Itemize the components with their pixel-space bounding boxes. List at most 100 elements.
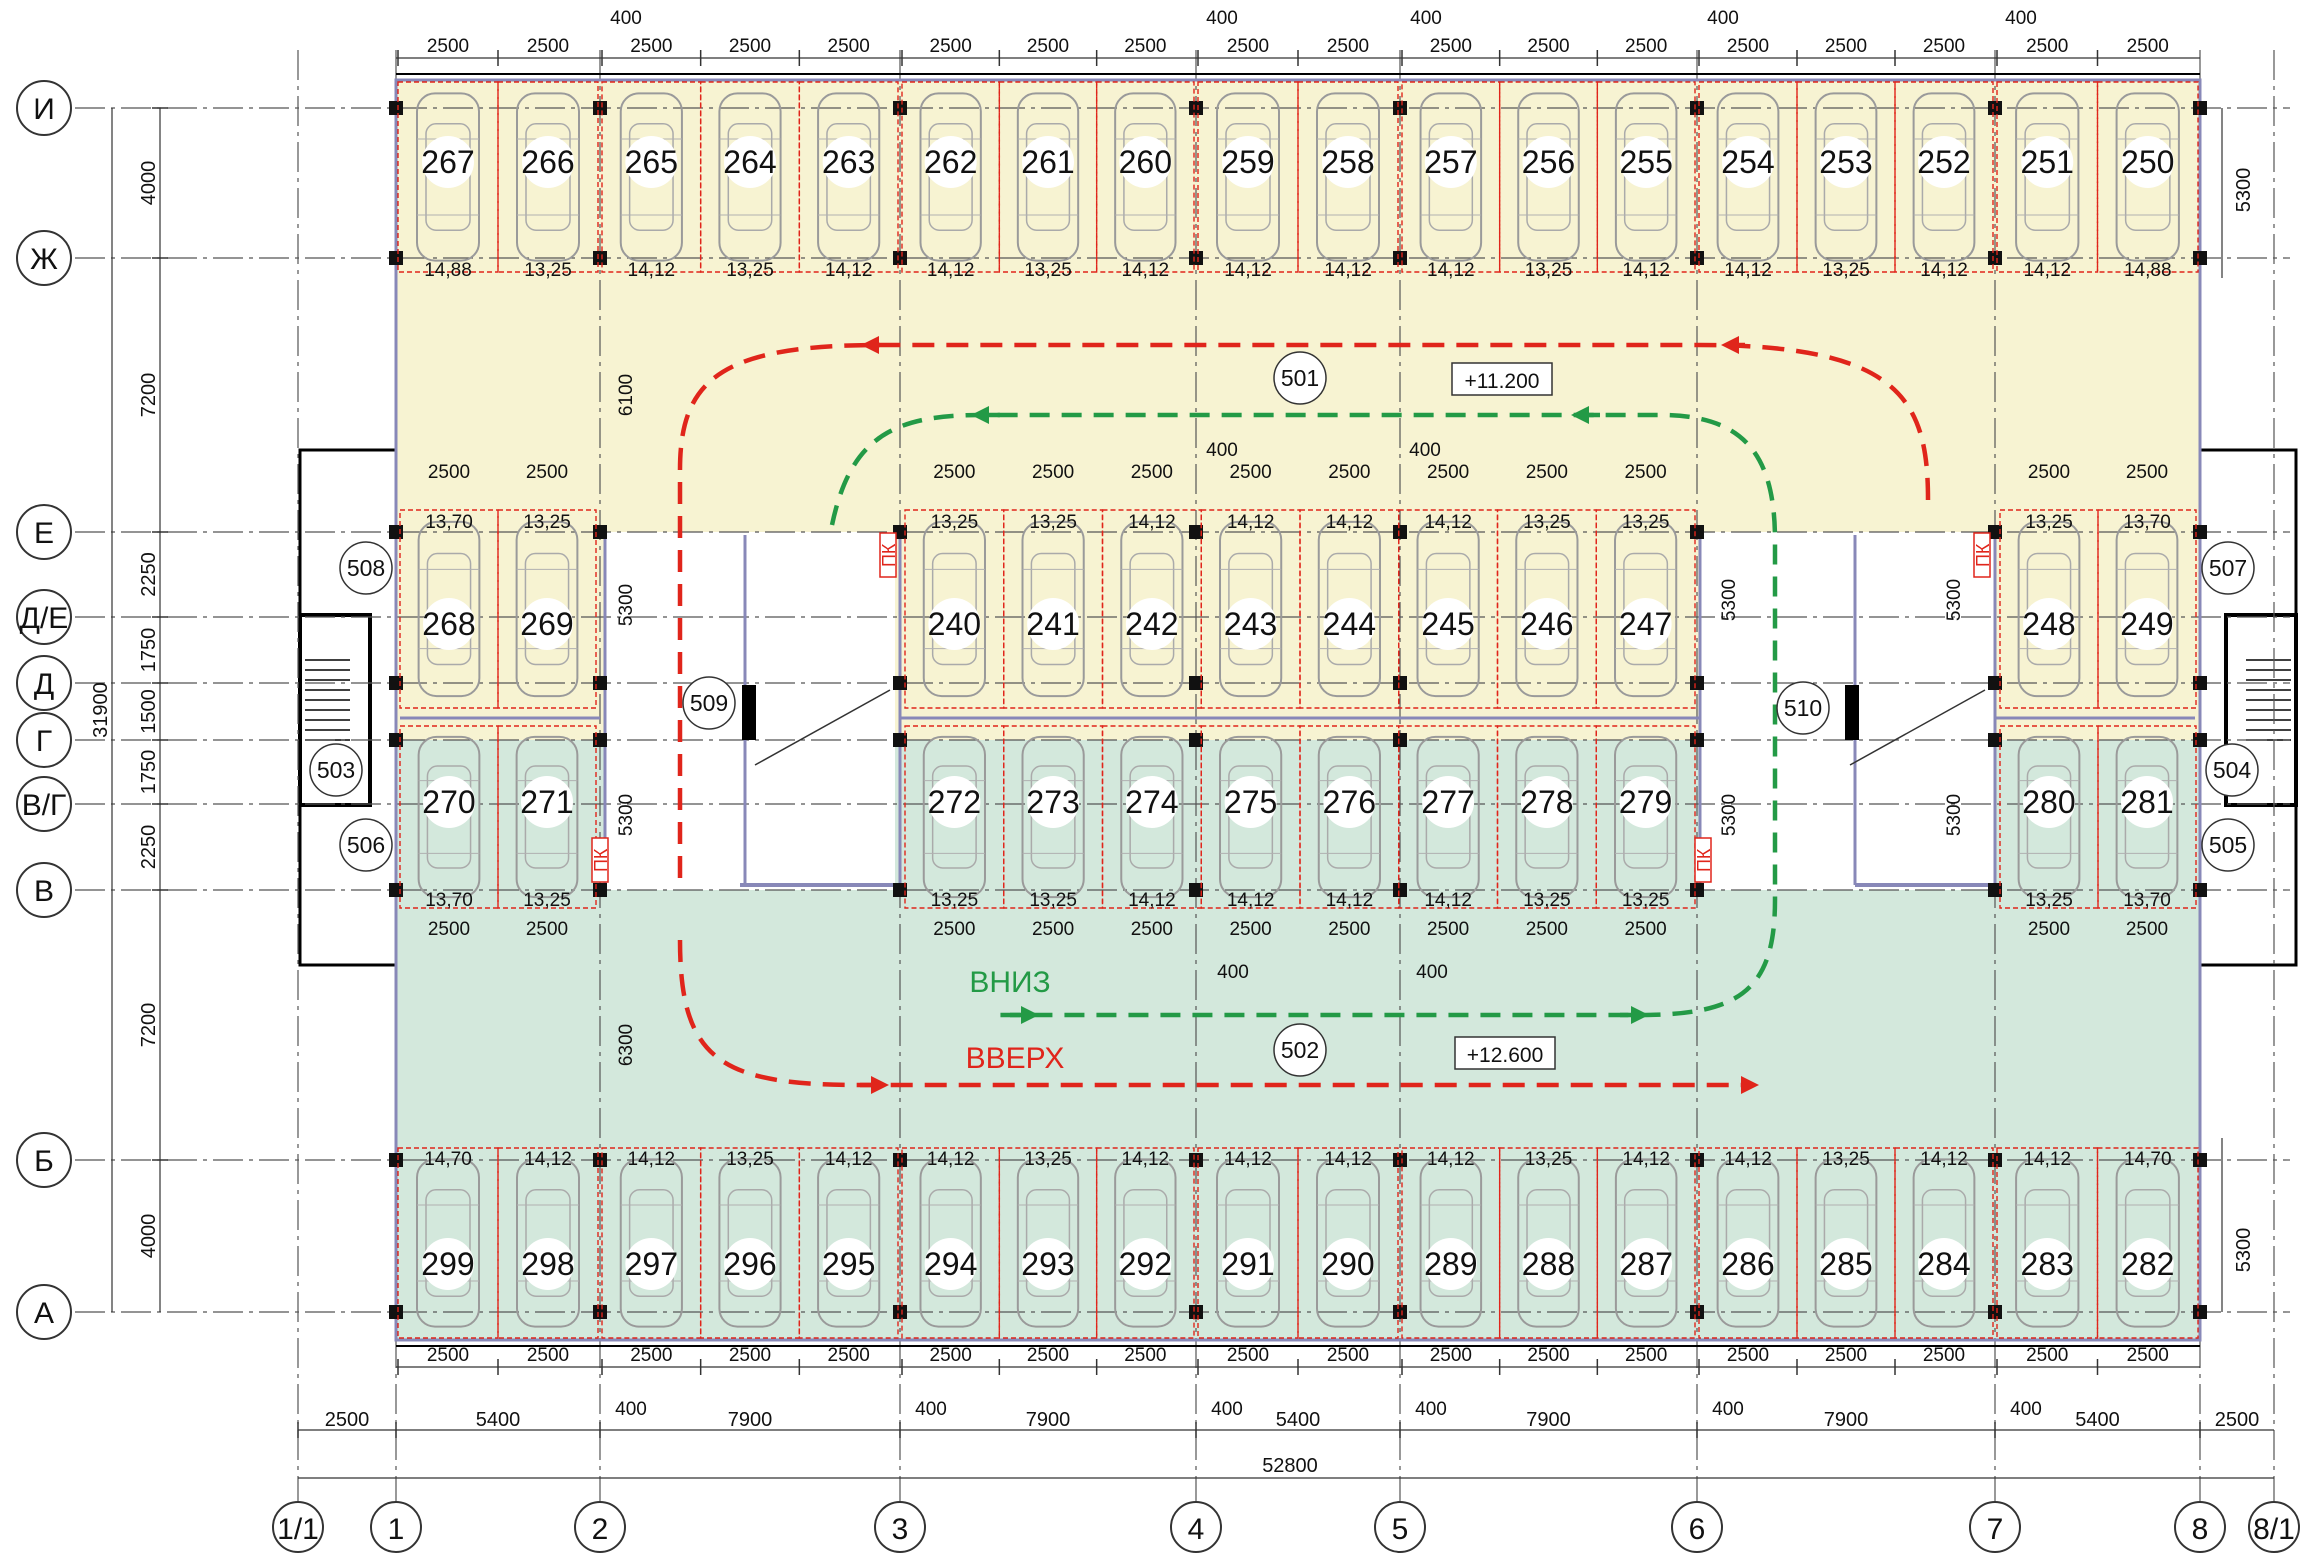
dimension-value: 400 [1707,8,1739,29]
space-number-badge [521,776,573,828]
axis-bubble-x [1969,1501,2021,1553]
dimension-value: 2500 [1229,919,1271,940]
parking-space: 298 14,12 [497,1147,599,1339]
structural-column [2193,676,2207,690]
dimension-value: 2500 [630,36,672,57]
space-number: 262 [924,144,977,180]
space-area: 14,12 [1324,1149,1372,1170]
structural-column [2193,101,2207,115]
structural-column [1393,883,1407,897]
space-area: 14,12 [1427,1149,1475,1170]
space-number-badge [2023,776,2075,828]
space-number-badge [724,136,776,188]
dimension-value: 2250 [138,825,160,870]
space-number-badge [1522,1238,1575,1290]
axis-bubble-x [574,1501,626,1553]
car-cabin-outline [1129,765,1175,869]
car-icon [1317,735,1381,899]
dimension-value: 2500 [2126,462,2168,483]
car-body-outline [515,735,579,899]
ramp-diagonal [754,689,891,766]
space-area: 13,25 [1622,512,1670,533]
space-number: 258 [1321,144,1374,180]
car-icon [1316,92,1380,262]
dimension-value: 5300 [616,584,637,626]
space-number-badge [928,776,981,828]
car-body-outline [516,1158,580,1328]
car-body-outline [1614,1158,1678,1328]
space-number-badge [1125,776,1178,828]
space-number: 254 [1721,144,1774,180]
room-number: 509 [690,690,728,716]
room-bubble [339,541,393,595]
space-area: 14,12 [1920,1149,1968,1170]
space-number: 259 [1221,144,1274,180]
space-number-badge [1522,136,1575,188]
axis-label-y: А [34,1297,54,1330]
car-cabin-outline [2024,1189,2071,1297]
space-number: 246 [1520,606,1573,642]
space-number: 297 [625,1246,678,1282]
space-number: 260 [1119,144,1172,180]
dimension-value: 5400 [476,1409,521,1431]
space-number-badge [2023,598,2075,650]
dimension-value: 400 [1410,8,1442,29]
space-number: 291 [1221,1246,1274,1282]
space-number: 277 [1421,784,1474,820]
dimension-value: 2500 [527,36,569,57]
space-number: 276 [1323,784,1376,820]
space-area: 14,12 [524,1149,572,1170]
structural-column [2193,251,2207,265]
space-area: 14,12 [1227,512,1275,533]
car-cabin-outline [826,1189,872,1297]
space-number-badge [423,776,475,828]
structural-column [1988,676,2002,690]
space-number: 273 [1026,784,1079,820]
space-outline [1496,509,1597,709]
dimension-value: 7900 [1526,1409,1571,1431]
car-body-outline [2115,735,2179,899]
car-body-outline [718,92,782,262]
car-icon [1216,1158,1280,1328]
dimension-value: 1500 [138,689,160,734]
structural-column [1988,883,2002,897]
space-number-badge [2021,1238,2074,1290]
space-number: 298 [521,1246,574,1282]
axis-label-x: 7 [1987,1513,2004,1546]
car-body-outline [1216,1158,1280,1328]
dimension-value: 400 [1217,962,1249,983]
space-number: 287 [1619,1246,1672,1282]
pk-box [879,532,897,578]
structural-column [1393,525,1407,539]
space-area: 14,12 [1122,260,1170,281]
car-cabin-outline [1030,552,1076,666]
dimension-value: 400 [1206,440,1238,461]
space-number-badge [1620,1238,1673,1290]
dimension-value: 2500 [1727,1345,1769,1366]
car-cabin-outline [1921,123,1967,231]
space-outline [1595,509,1696,709]
dimension-value: 2500 [1825,1345,1867,1366]
structural-column [1393,676,1407,690]
room-number: 504 [2213,757,2252,783]
space-number-badge [1027,598,1080,650]
space-number-badge [1422,776,1475,828]
room-number: 502 [1281,1037,1319,1063]
dimension-value: 2500 [526,462,568,483]
dimension-value: 2500 [325,1409,370,1431]
car-body-outline [417,735,481,899]
axis-bubble-x [1374,1501,1426,1553]
space-area: 14,12 [1122,1149,1170,1170]
